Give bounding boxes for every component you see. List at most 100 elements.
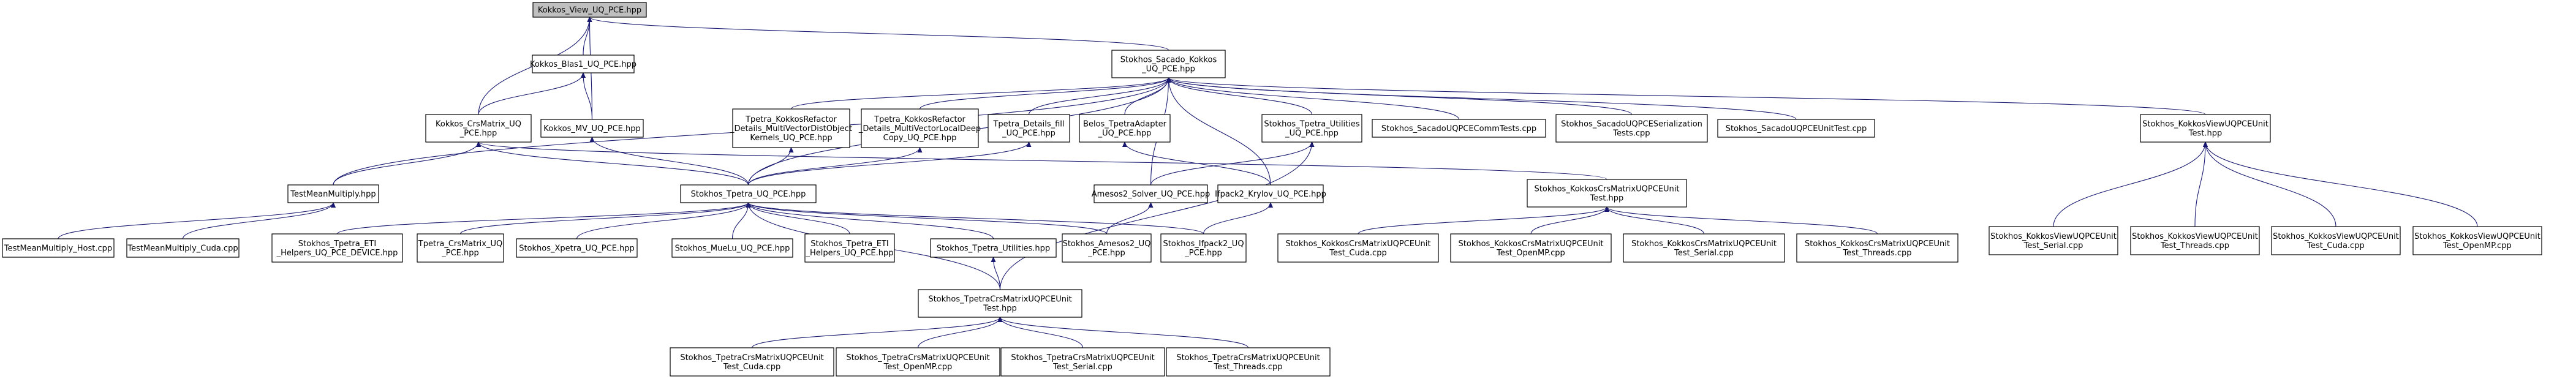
edge-ifpack2-uq-to-ifpack2-krylov [1203,203,1271,235]
node-eti-device[interactable]: Stokhos_Tpetra_ETI_Helpers_UQ_PCE_DEVICE… [271,233,403,263]
node-refactor-deep[interactable]: Tpetra_KokkosRefactor_Details_MultiVecto… [858,108,981,148]
node-label-line: Test.hpp [2188,129,2222,138]
node-tmm-cuda[interactable]: TestMeanMultiply_Cuda.cpp [126,238,240,258]
node-eti-helpers[interactable]: Stokhos_Tpetra_ETI_Helpers_UQ_PCE.hpp [804,233,895,263]
node-box [425,114,532,143]
node-kcrs-threads[interactable]: Stokhos_KokkosCrsMatrixUQPCEUnitTest_Thr… [1796,233,1958,263]
node-kcrs-serial[interactable]: Stokhos_KokkosCrsMatrixUQPCEUnitTest_Ser… [1623,233,1785,263]
edge-kcrs-hpp-to-crsmatrix [478,142,1607,180]
node-tmm-hpp[interactable]: TestMeanMultiply.hpp [287,184,379,203]
node-crsmatrix[interactable]: Kokkos_CrsMatrix_UQ_PCE.hpp [425,114,532,143]
edge-tmm-cuda-to-tmm-hpp [182,203,334,239]
node-tcrs-openmp[interactable]: Stokhos_TpetraCrsMatrixUQPCEUnitTest_Ope… [836,347,1000,377]
node-amesos2-uq[interactable]: Stokhos_Amesos2_UQ_PCE.hpp [1062,233,1152,263]
node-label-line: _UQ_PCE.hpp [1098,129,1152,138]
node-label-line: _Helpers_UQ_PCE_DEVICE.hpp [276,249,398,258]
node-ifpack2-krylov[interactable]: Ifpack2_Krylov_UQ_PCE.hpp [1215,184,1326,203]
edge-blas1-to-root [583,17,590,56]
node-label-line: Stokhos_Tpetra_UQ_PCE.hpp [691,190,806,199]
node-muelu[interactable]: Stokhos_MueLu_UQ_PCE.hpp [671,238,793,258]
node-label-line: Test_Cuda.cpp [1329,249,1386,258]
node-label-line: Amesos2_Solver_UQ_PCE.hpp [1092,190,1210,199]
node-label-line: Test_OpenMP.cpp [2442,241,2512,250]
edge-ifpack2-krylov-to-belos [1125,142,1271,186]
node-ifpack2-uq[interactable]: Stokhos_Ifpack2_UQ_PCE.hpp [1160,233,1247,263]
node-kv-serial[interactable]: Stokhos_KokkosViewUQPCEUnitTest_Serial.c… [1989,226,2118,255]
node-tcrs-threads[interactable]: Stokhos_TpetraCrsMatrixUQPCEUnitTest_Thr… [1166,347,1331,377]
node-tmm-host[interactable]: TestMeanMultiply_Host.cpp [2,238,115,258]
node-box [2130,226,2260,255]
edge-tcrs-cuda-to-tcrs-hpp [751,317,1000,348]
node-box [1261,114,1362,143]
edge-commtests-to-sacado [1169,78,1460,120]
node-label-line: Stokhos_KokkosCrsMatrixUQPCEUnit [1631,239,1777,249]
edge-ifpack2-krylov-to-sacado [1169,78,1271,186]
node-belos[interactable]: Belos_TpetraAdapter_UQ_PCE.hpp [1079,114,1171,143]
node-label-line: _Helpers_UQ_PCE.hpp [805,249,893,258]
node-kcrs-cuda[interactable]: Stokhos_KokkosCrsMatrixUQPCEUnitTest_Cud… [1277,233,1439,263]
node-label-line: TestMeanMultiply.hpp [290,190,376,199]
node-label-line: Kokkos_MV_UQ_PCE.hpp [543,124,641,133]
node-label-line: Stokhos_SacadoUQPCESerialization [1561,120,1702,129]
node-box [988,114,1070,143]
node-box [1093,184,1208,203]
node-label-line: Copy_UQ_PCE.hpp [883,133,957,143]
node-label-line: Stokhos_KokkosViewUQPCEUnit [2273,232,2399,241]
node-tpetra-util[interactable]: Stokhos_Tpetra_Utilities_UQ_PCE.hpp [1261,114,1362,143]
node-unittest-cpp[interactable]: Stokhos_SacadoUQPCEUnitTest.cpp [1717,119,1875,138]
node-label-line: Tpetra_KokkosRefactor [874,115,965,124]
edge-tcrs-openmp-to-tcrs-hpp [917,317,1000,348]
edge-tpetra-utilities-to-tpetra-uq [749,203,994,239]
edge-kv-serial-to-kv-hpp [2053,142,2205,227]
node-fill[interactable]: Tpetra_Details_fill_UQ_PCE.hpp [988,114,1070,143]
node-tcrs-cuda[interactable]: Stokhos_TpetraCrsMatrixUQPCEUnitTest_Cud… [670,347,834,377]
node-label-line: Test_Cuda.cpp [2306,241,2364,250]
edge-eti-helpers-to-tpetra-uq [749,203,850,235]
node-box [836,347,1000,377]
node-tpetra-crs[interactable]: Tpetra_CrsMatrix_UQ_PCE.hpp [417,233,504,263]
node-label-line: Stokhos_SacadoUQPCEUnitTest.cpp [1726,124,1867,133]
node-root[interactable]: Kokkos_View_UQ_PCE.hpp [532,2,647,18]
node-serial-tests[interactable]: Stokhos_SacadoUQPCESerializationTests.cp… [1555,114,1708,143]
node-label-line: Test_OpenMP.cpp [883,363,953,372]
node-box [1277,233,1439,263]
edge-kv-hpp-to-sacado [1169,78,2206,115]
edge-kcrs-serial-to-kcrs-hpp [1607,207,1705,235]
node-sacado[interactable]: Stokhos_Sacado_Kokkos_UQ_PCE.hpp [1111,50,1226,78]
edge-ifpack2-uq-to-tpetra-uq [749,203,1204,235]
node-box [1217,184,1324,203]
node-kv-openmp[interactable]: Stokhos_KokkosViewUQPCEUnitTest_OpenMP.c… [2412,226,2542,255]
node-label-line: Tpetra_KokkosRefactor [745,115,837,124]
node-mv[interactable]: Kokkos_MV_UQ_PCE.hpp [540,119,644,138]
node-kcrs-openmp[interactable]: Stokhos_KokkosCrsMatrixUQPCEUnitTest_Ope… [1450,233,1612,263]
node-kv-threads[interactable]: Stokhos_KokkosViewUQPCEUnitTest_Threads.… [2130,226,2260,255]
node-label-line: Test_Serial.cpp [2023,241,2083,250]
edge-tpetra-uq-to-fill [747,142,1029,186]
node-box [2140,114,2271,143]
node-box [1000,347,1165,377]
node-xpetra[interactable]: Stokhos_Xpetra_UQ_PCE.hpp [516,238,638,258]
node-box [1796,233,1958,263]
node-label-line: Stokhos_KokkosCrsMatrixUQPCEUnit [1459,239,1604,249]
edge-xpetra-to-tpetra-uq [576,203,749,239]
node-blas1[interactable]: Kokkos_Blas1_UQ_PCE.hpp [530,54,636,73]
node-tpetra-uq[interactable]: Stokhos_Tpetra_UQ_PCE.hpp [680,184,817,203]
node-tpetra-utilities[interactable]: Stokhos_Tpetra_Utilities.hpp [930,238,1057,258]
node-refactor-dist[interactable]: Tpetra_KokkosRefactor_Details_MultiVecto… [730,108,852,148]
edge-kcrs-threads-to-kcrs-hpp [1607,207,1878,235]
edge-tcrs-hpp-to-tpetra-utilities [994,257,1001,290]
node-label-line: Test_OpenMP.cpp [1496,249,1565,258]
node-label-line: Stokhos_Tpetra_ETI [298,239,376,249]
node-box [1989,226,2118,255]
node-amesos2[interactable]: Amesos2_Solver_UQ_PCE.hpp [1092,184,1210,203]
edge-amesos2-uq-to-amesos2 [1106,203,1151,235]
edge-amesos2-to-tpetra-util [1150,142,1312,186]
node-box [1555,114,1708,143]
node-commtests[interactable]: Stokhos_SacadoUQPCECommTests.cpp [1372,119,1546,138]
node-tcrs-serial[interactable]: Stokhos_TpetraCrsMatrixUQPCEUnitTest_Ser… [1000,347,1165,377]
edge-tpetra-uq-to-refactor-deep [747,148,920,186]
